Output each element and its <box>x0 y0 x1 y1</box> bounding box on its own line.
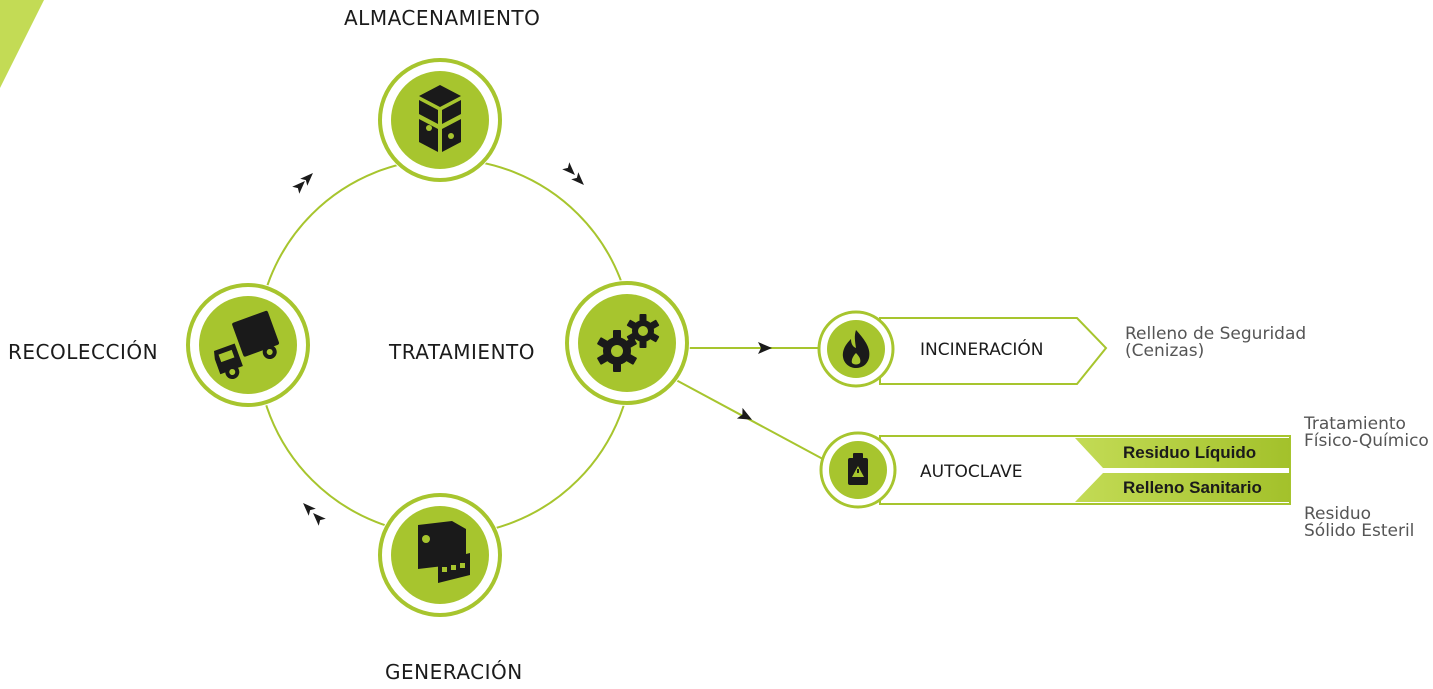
recoleccion-label: RECOLECCIÓN <box>8 340 159 364</box>
incineracion-label: INCINERACIÓN <box>920 340 1044 360</box>
incineracion-result-line-1: Relleno de Seguridad <box>1125 324 1307 344</box>
generacion-node <box>377 492 503 618</box>
incineracion-result-line-2: (Cenizas) <box>1125 341 1205 361</box>
residuo-liquido-result-line-2: Físico-Químico <box>1304 431 1429 451</box>
fire-icon <box>842 330 870 368</box>
truck-icon <box>213 310 280 380</box>
generacion-label: GENERACIÓN <box>385 660 523 684</box>
autoclave-node <box>819 431 897 509</box>
connector-autoclave <box>675 379 835 466</box>
gears-icon <box>597 314 660 372</box>
incineracion-node <box>817 310 895 388</box>
arrow-up-left-4 <box>313 513 326 526</box>
residuo-liquido-label: Residuo Líquido <box>1123 443 1257 462</box>
relleno-sanitario-result-line-2: Sólido Esteril <box>1304 521 1415 541</box>
arrow-right-autoclave <box>736 407 753 420</box>
arrow-up-left-2 <box>300 173 313 186</box>
cycle-arrows <box>292 162 584 526</box>
arrow-right-incineracion <box>758 342 772 354</box>
boxes-icon <box>419 85 461 152</box>
corner-accent <box>0 0 44 88</box>
relleno-sanitario-tab <box>1075 473 1290 502</box>
arrow-down-right-2 <box>571 172 584 185</box>
recoleccion-node <box>185 282 311 408</box>
incineracion-result: Relleno de Seguridad (Cenizas) <box>1125 326 1306 360</box>
residuo-liquido-tab <box>1075 438 1290 468</box>
relleno-sanitario-label: Relleno Sanitario <box>1123 478 1262 497</box>
almacenamiento-node <box>377 57 503 183</box>
residuo-liquido-result: Tratamiento Físico-Químico <box>1304 416 1429 450</box>
arrow-up-left-1 <box>292 181 305 194</box>
residuo-liquido-result-line-1: Tratamiento <box>1304 414 1406 434</box>
building-icon <box>418 521 470 583</box>
tratamiento-node <box>564 280 690 406</box>
arrow-down-right-1 <box>562 162 575 175</box>
relleno-sanitario-result-line-1: Residuo <box>1304 504 1372 524</box>
autoclave-icon <box>848 453 868 485</box>
arrow-up-left-3 <box>303 503 316 516</box>
almacenamiento-label: ALMACENAMIENTO <box>344 6 541 30</box>
relleno-sanitario-result: Residuo Sólido Esteril <box>1304 506 1414 540</box>
tratamiento-label: TRATAMIENTO <box>389 340 535 364</box>
autoclave-label: AUTOCLAVE <box>920 462 1023 482</box>
